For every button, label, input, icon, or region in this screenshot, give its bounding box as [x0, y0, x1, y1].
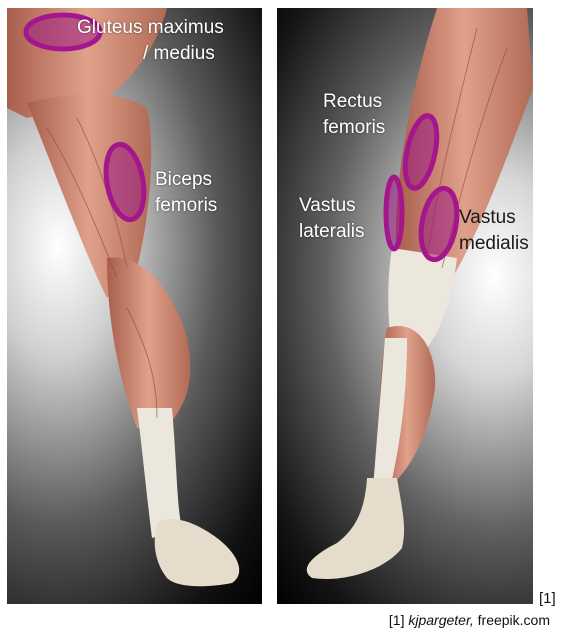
foot-shape [307, 478, 404, 579]
biceps-femoris-label-line2: femoris [155, 194, 217, 217]
gluteus-label-line1: Gluteus maximus [77, 16, 224, 39]
vastus-medialis-label-line2: medialis [459, 232, 529, 255]
credit-prefix: [1] [389, 612, 408, 628]
image-credit: [1] kjpargeter, freepik.com [389, 612, 550, 628]
vastus-lateralis-label-line1: Vastus [299, 194, 356, 217]
achilles-tendon-shape [137, 408, 182, 538]
reference-marker: [1] [539, 590, 556, 607]
biceps-femoris-label-line1: Biceps [155, 168, 212, 191]
anterior-leg-illustration [277, 8, 533, 604]
rectus-femoris-label-line2: femoris [323, 116, 385, 139]
gluteus-label-line2: / medius [143, 42, 215, 65]
credit-author: kjpargeter, [408, 612, 473, 628]
vastus-lateralis-label-line2: lateralis [299, 220, 364, 243]
heel-shape [155, 519, 240, 586]
posterior-leg-panel: Gluteus maximus / medius Biceps femoris [7, 8, 262, 604]
vastus-lateralis-highlight [386, 177, 402, 249]
anterior-leg-panel: Rectus femoris Vastus lateralis Vastus m… [277, 8, 533, 604]
rectus-femoris-label-line1: Rectus [323, 90, 382, 113]
vastus-medialis-label-line1: Vastus [459, 206, 516, 229]
credit-source: freepik.com [474, 612, 550, 628]
calf-shape [107, 258, 190, 428]
posterior-leg-illustration [7, 8, 262, 604]
